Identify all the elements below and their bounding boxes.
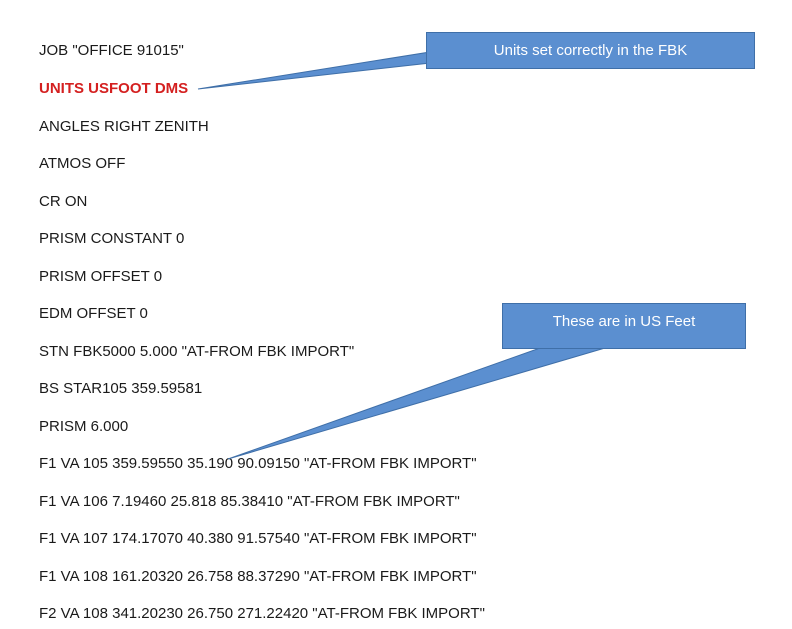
line-job: JOB "OFFICE 91015" [39, 42, 184, 59]
line-obs-108-f1: F1 VA 108 161.20320 26.758 88.37290 "AT-… [39, 568, 477, 585]
line-obs-107: F1 VA 107 174.17070 40.380 91.57540 "AT-… [39, 530, 477, 547]
line-backsight: BS STAR105 359.59581 [39, 380, 203, 397]
callout-feet: These are in US Feet [502, 303, 746, 349]
line-obs-108-f2: F2 VA 108 341.20230 26.750 271.22420 "AT… [39, 605, 485, 622]
line-atmos: ATMOS OFF [39, 155, 126, 172]
line-edm-offset: EDM OFFSET 0 [39, 305, 148, 322]
line-prism-height: PRISM 6.000 [39, 418, 129, 435]
callout-feet-pointer [227, 347, 606, 460]
line-units: UNITS USFOOT DMS [39, 80, 189, 97]
callout-units-text: Units set correctly in the FBK [493, 42, 688, 59]
callout-units-pointer [197, 51, 431, 90]
line-obs-106: F1 VA 106 7.19460 25.818 85.38410 "AT-FR… [39, 493, 460, 510]
callout-feet-text: These are in US Feet [552, 313, 696, 330]
line-cr: CR ON [39, 193, 88, 210]
line-prism-constant: PRISM CONSTANT 0 [39, 230, 185, 247]
line-angles: ANGLES RIGHT ZENITH [39, 118, 209, 135]
line-prism-offset: PRISM OFFSET 0 [39, 268, 163, 285]
callout-units: Units set correctly in the FBK [426, 32, 755, 69]
line-obs-105: F1 VA 105 359.59550 35.190 90.09150 "AT-… [39, 455, 477, 472]
line-station: STN FBK5000 5.000 "AT-FROM FBK IMPORT" [39, 343, 355, 360]
